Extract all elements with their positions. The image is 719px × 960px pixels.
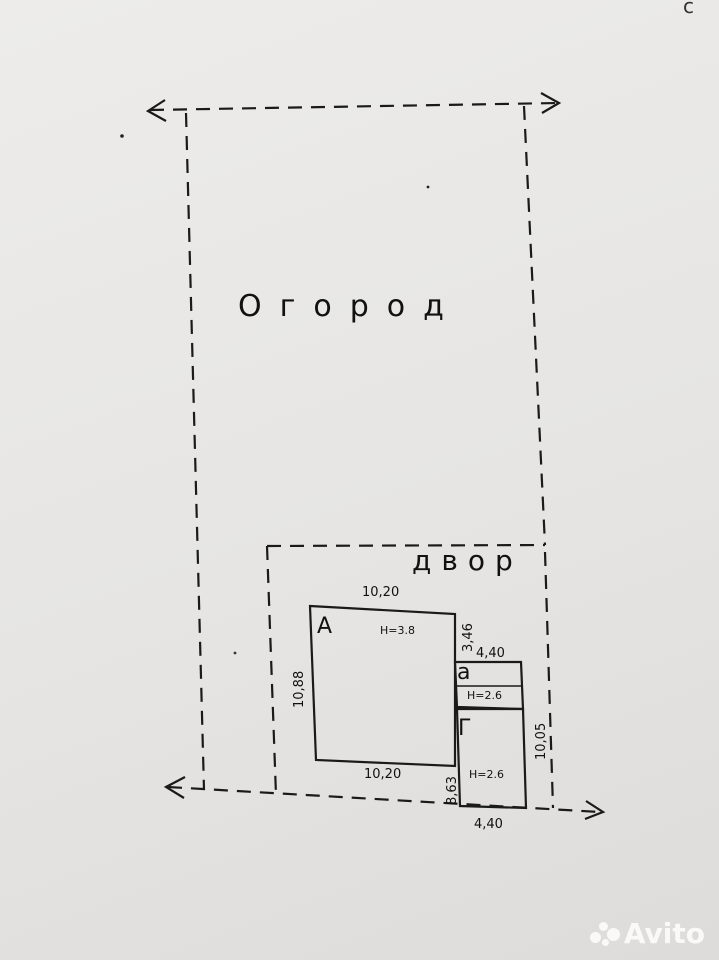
annex-letter: а <box>457 660 470 685</box>
speck <box>233 651 237 655</box>
garden-left-boundary <box>184 112 206 791</box>
bottom-right-arrowhead <box>584 800 606 821</box>
bottom-boundary-dashed <box>167 785 601 814</box>
top-boundary-dashed <box>149 101 559 112</box>
dim-main-bottom: 10,20 <box>364 767 401 782</box>
bottom-left-arrowhead <box>163 776 186 799</box>
speck <box>426 185 430 189</box>
building-a-letter: А <box>317 614 332 639</box>
dim-main-left: 10,88 <box>292 671 307 708</box>
yard-right-boundary <box>543 551 555 809</box>
building-a-outline <box>308 604 457 768</box>
annex-height: H=2.6 <box>467 689 502 702</box>
avito-logo-icon <box>589 920 620 948</box>
dim-right-side: 10,05 <box>534 723 549 760</box>
yard-top-boundary <box>266 543 546 548</box>
avito-watermark-text: Avito <box>623 917 705 950</box>
top-left-arrowhead <box>145 99 167 122</box>
top-right-arrowhead <box>540 92 562 114</box>
dim-shed-bottom: 4,40 <box>474 817 503 832</box>
yard-label: двор <box>412 544 523 577</box>
building-a-height: H=3.8 <box>380 624 415 637</box>
speck <box>120 134 124 138</box>
dim-main-top: 10,20 <box>362 585 399 600</box>
dim-annex-top: 4,40 <box>476 646 505 661</box>
corner-letter: с <box>683 0 694 18</box>
building-shed-outline <box>455 707 528 810</box>
shed-letter: Г <box>458 716 471 741</box>
avito-watermark: Avito <box>589 917 705 950</box>
yard-left-boundary <box>265 545 278 796</box>
garden-right-boundary <box>522 105 547 546</box>
shed-height: H=2.6 <box>469 768 504 781</box>
dim-shed-left: 8,63 <box>445 776 460 805</box>
garden-label: Огород <box>238 289 462 324</box>
dim-annex-side: 3,46 <box>461 623 476 652</box>
